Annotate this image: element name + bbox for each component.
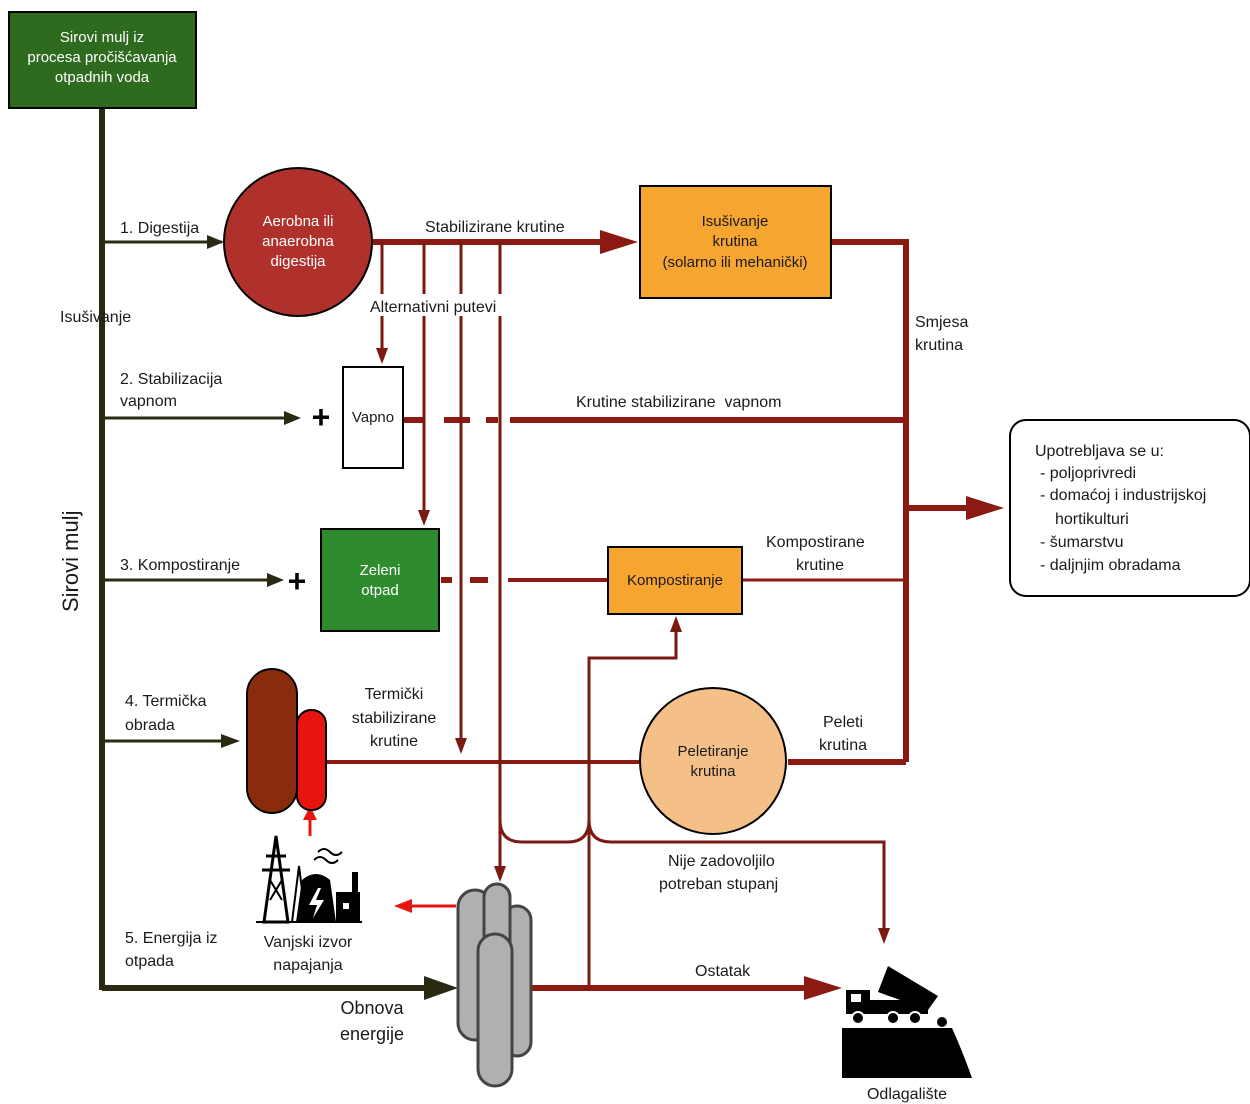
digestion-node: Aerobna ili anaerobna digestija [223, 167, 373, 317]
not-satisfied-line-1: Nije zadovoljilo [668, 853, 775, 870]
drying-line-2: krutina [712, 233, 758, 250]
thermal-route-line-2: obrada [125, 717, 175, 734]
lime-route-line-1: 2. Stabilizacija [120, 371, 222, 388]
solids-mixture-line-2: krutina [915, 337, 963, 354]
green-waste-line-2: otpad [361, 582, 399, 599]
green-waste-line-1: Zeleni [360, 562, 401, 579]
energy-route-line-2: otpada [125, 953, 174, 970]
lime-label: Vapno [352, 409, 394, 426]
usage-item-1: - poljoprivredi [1040, 465, 1136, 482]
alternative-paths-bg [368, 294, 518, 316]
raw-sludge-label: Sirovi mulj [58, 511, 83, 612]
pelletizing-node: Peletiranje krutina [639, 687, 787, 835]
source-line-2: procesa pročišćavanja [27, 49, 177, 66]
pelletizing-line-1: Peletiranje [678, 743, 749, 760]
alternative-paths-label: Alternativni putevi [370, 299, 496, 316]
treated-solids-lines [326, 230, 1004, 765]
usage-title: Upotrebljava se u: [1035, 443, 1164, 460]
digestion-line-1: Aerobna ili [263, 213, 334, 230]
drying-box: Isušivanje krutina (solarno ili mehaničk… [639, 185, 832, 299]
usage-item-3: hortikulturi [1055, 511, 1129, 528]
usage-box: Upotrebljava se u: - poljoprivredi - dom… [1009, 419, 1250, 597]
lime-route-line-2: vapnom [120, 393, 177, 410]
power-arrows [303, 806, 456, 913]
raw-sludge-lines [99, 108, 458, 1000]
usage-item-5: - daljnjim obradama [1040, 557, 1181, 574]
alternative-paths-lines [376, 242, 890, 988]
residue-arrow [530, 976, 842, 1000]
not-satisfied-line-2: potreban stupanj [659, 876, 778, 893]
plus-sign-compost: + [288, 563, 307, 599]
lime-box: Vapno [342, 366, 404, 469]
digestion-line-2: anaerobna [262, 233, 334, 250]
energy-recovery-cylinders [456, 882, 533, 1088]
energy-route-line-1: 5. Energija iz [125, 930, 218, 947]
pellets-line-1: Peleti [823, 714, 863, 731]
thermal-solids-line-3: krutine [370, 733, 418, 750]
source-box: Sirovi mulj iz procesa pročišćavanja otp… [8, 11, 197, 109]
residue-label: Ostatak [695, 963, 751, 980]
thermal-route-line-1: 4. Termička [125, 693, 207, 710]
thermal-tanks [246, 668, 327, 814]
power-source-line-1: Vanjski izvor [264, 934, 353, 951]
dewatering-label: Isušivanje [60, 309, 131, 326]
usage-item-4: - šumarstvu [1040, 534, 1124, 551]
drying-line-1: Isušivanje [702, 213, 769, 230]
compost-route-label: 3. Kompostiranje [120, 557, 240, 574]
pelletizing-line-2: krutina [690, 763, 736, 780]
composted-solids-line-1: Kompostirane [766, 534, 865, 551]
landfill-truck-icon [842, 966, 972, 1078]
thermal-solids-line-1: Termički [365, 686, 424, 703]
digestion-line-3: digestija [270, 253, 326, 270]
digestion-route-label: 1. Digestija [120, 220, 199, 237]
composting-label: Kompostiranje [627, 572, 723, 589]
landfill-label: Odlagalište [867, 1086, 947, 1103]
source-line-3: otpadnih voda [55, 69, 150, 86]
pellets-line-2: krutina [819, 737, 867, 754]
green-waste-box: Zeleni otpad [320, 528, 440, 632]
source-line-1: Sirovi mulj iz [60, 29, 144, 46]
stabilized-solids-label: Stabilizirane krutine [425, 219, 565, 236]
composting-box: Kompostiranje [607, 546, 743, 615]
drying-line-3: (solarno ili mehanički) [662, 254, 807, 271]
power-plant-icon [256, 835, 362, 924]
usage-item-2: - domaćoj i industrijskoj [1040, 487, 1206, 504]
composted-solids-line-2: krutine [796, 557, 844, 574]
power-source-line-2: napajanja [273, 957, 343, 974]
plus-sign-lime: + [312, 399, 331, 435]
energy-recovery-line-1: Obnova [340, 998, 404, 1018]
solids-mixture-line-1: Smjesa [915, 314, 968, 331]
energy-recovery-line-2: energije [340, 1024, 404, 1044]
lime-stabilized-label: Krutine stabilizirane vapnom [576, 394, 781, 411]
thermal-solids-line-2: stabilizirane [352, 710, 437, 727]
